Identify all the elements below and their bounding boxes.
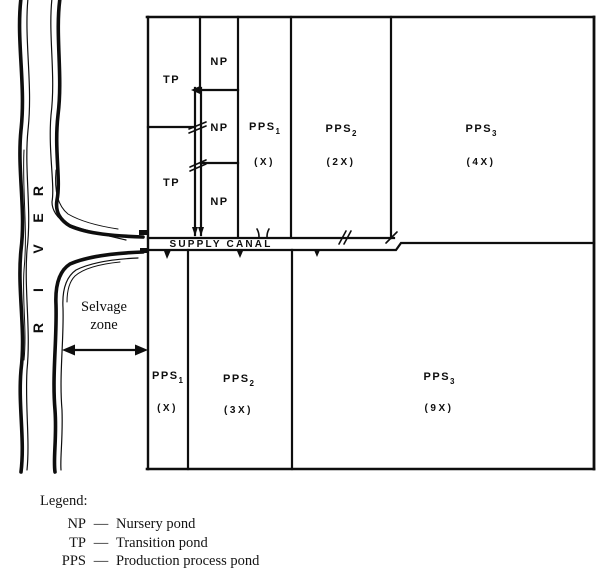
pond-label-pps3-top: PPS3 <box>465 123 497 138</box>
canal-outlet-tick-1 <box>164 250 171 259</box>
legend-dash: — <box>93 534 109 551</box>
legend-item-np: NP — Nursery pond <box>30 515 360 534</box>
legend-abbr: TP <box>69 534 86 551</box>
channel-gate-1 <box>188 121 207 134</box>
channel-outlet-arrow-1 <box>192 227 198 236</box>
legend-abbr: PPS <box>61 553 86 569</box>
selvage-line-2: zone <box>90 317 118 333</box>
legend-item-pps: PPS — Production process pond <box>30 552 360 571</box>
pond-area-pps1-bottom: (X) <box>157 403 178 414</box>
pond-label-pps1-top: PPS1 <box>249 121 280 136</box>
supply-canal-label: SUPPLY CANAL <box>169 239 273 250</box>
pond-area-pps3-bottom: (9X) <box>424 403 454 414</box>
channel-top-arrow <box>191 86 200 94</box>
legend-item-tp: TP — Transition pond <box>30 534 360 553</box>
pond-label-pps3-bottom: PPS3 <box>423 371 455 386</box>
canal-outlet-tick-2 <box>237 251 243 258</box>
river-letter-5: R <box>30 322 46 334</box>
canal-outlet-tick-3 <box>314 250 320 257</box>
pond-label-np-1: NP <box>210 56 229 68</box>
pond-label-pps2-top: PPS2 <box>325 123 357 138</box>
channel-gate-2 <box>189 159 207 172</box>
river-letter-3: V <box>30 244 46 254</box>
pond-area-pps2-top: (2X) <box>326 157 356 168</box>
canal-gate-tick <box>338 230 352 245</box>
river-right-bank-upper <box>54 0 145 239</box>
pond-label-tp-upper: TP <box>162 74 181 86</box>
selvage-zone-label: Selvage zone <box>60 298 148 334</box>
supply-canal-lines <box>146 236 596 252</box>
legend-dash: — <box>93 516 109 532</box>
canal-bottom-line <box>146 241 596 252</box>
river-letter-1: R <box>30 185 46 197</box>
gate-symbols <box>164 86 398 259</box>
legend-title: Legend: <box>40 493 88 509</box>
river-letter-4: I <box>30 288 46 292</box>
river-banks <box>17 0 145 474</box>
pond-label-tp-lower: TP <box>162 177 181 189</box>
river-right-bank-lower <box>52 250 145 474</box>
selvage-arrowhead-left <box>62 344 75 356</box>
legend-definition: Transition pond <box>116 534 208 551</box>
legend-dash: — <box>93 553 109 569</box>
canal-end-slash <box>385 231 398 244</box>
pond-label-np-3: NP <box>210 196 229 208</box>
pond-label-pps2-bottom: PPS2 <box>223 373 254 388</box>
legend-definition: Nursery pond <box>116 516 196 532</box>
canal-u-gate <box>256 228 270 238</box>
selvage-arrowhead-right <box>135 344 148 356</box>
river-letter-2: E <box>30 213 46 223</box>
selvage-line-1: Selvage <box>81 299 127 315</box>
legend-abbr: NP <box>67 516 86 532</box>
river-left-bank <box>17 0 25 474</box>
canal-intake-gates <box>139 230 149 253</box>
pond-area-pps3-top: (4X) <box>466 157 496 168</box>
pond-area-pps1-top: (X) <box>254 157 275 168</box>
legend: Legend: NP — Nursery pond TP — Transitio… <box>30 492 360 571</box>
selvage-arrow <box>62 344 148 356</box>
pond-label-pps1-bottom: PPS1 <box>152 370 183 385</box>
legend-definition: Production process pond <box>116 553 260 569</box>
pond-area-pps2-bottom: (3X) <box>224 405 253 416</box>
pond-label-np-2: NP <box>210 122 229 134</box>
channel-outlet-arrow-2 <box>198 227 204 236</box>
